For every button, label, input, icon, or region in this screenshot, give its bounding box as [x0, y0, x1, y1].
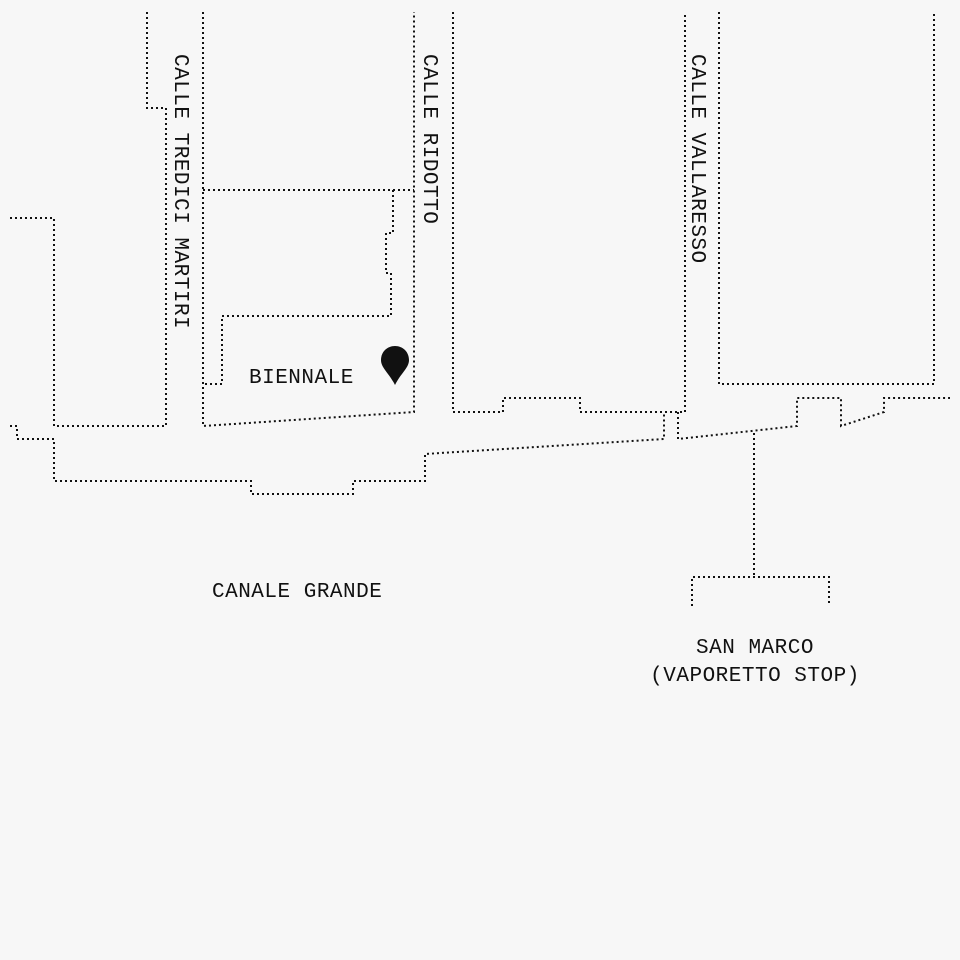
block-outline-biennale — [203, 189, 414, 385]
street-outline-tredici-martiri-west — [8, 12, 167, 427]
waterfront-outline-east — [677, 397, 950, 441]
place-label-san-marco: SAN MARCO — [696, 637, 814, 660]
street-outline-ridotto-east — [452, 12, 686, 413]
street-outline-vallaresso-east — [718, 12, 935, 385]
street-label-calle-ridotto: CALLE RIDOTTO — [417, 54, 440, 224]
place-label-biennale: BIENNALE — [249, 367, 354, 390]
waterfront-outline — [10, 412, 665, 495]
place-label-vaporetto-stop: (VAPORETTO STOP) — [650, 665, 860, 688]
street-label-calle-vallaresso: CALLE VALLARESSO — [685, 54, 708, 264]
map-pin-icon[interactable] — [381, 346, 409, 385]
street-label-calle-tredici-martiri: CALLE TREDICI MARTIRI — [168, 54, 191, 329]
place-label-canale-grande: CANALE GRANDE — [212, 581, 382, 604]
street-outline-tredici-martiri-east — [202, 12, 415, 428]
vaporetto-pier — [691, 433, 830, 606]
